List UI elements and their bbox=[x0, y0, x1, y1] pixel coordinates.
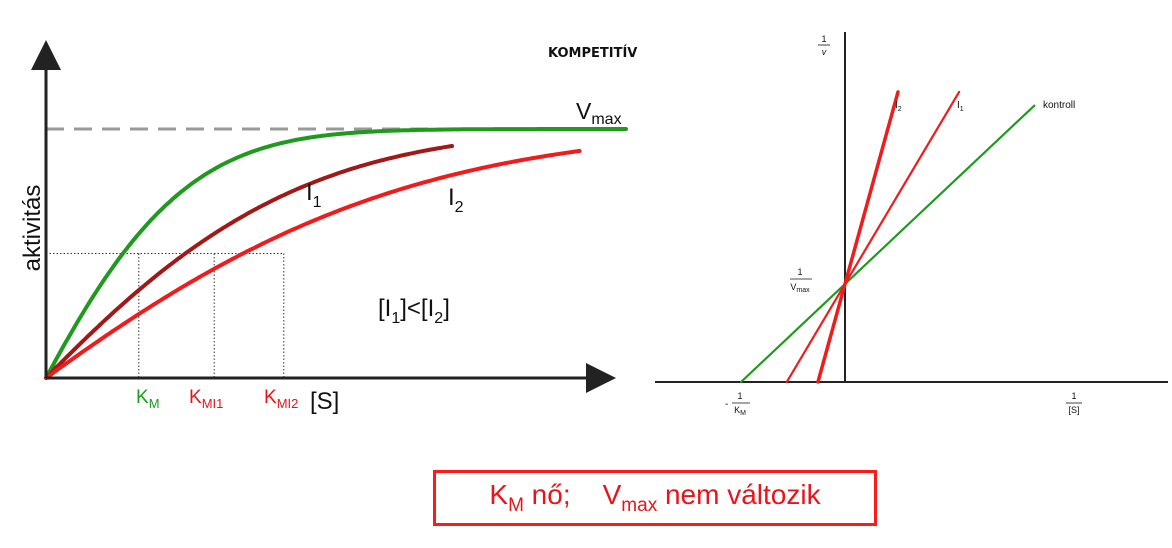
curve-I1 bbox=[44, 144, 454, 380]
summary-km: KM nő; bbox=[489, 479, 571, 516]
svg-text:-: - bbox=[725, 399, 728, 410]
lb-y-intercept-label: 1 Vmax bbox=[790, 267, 812, 294]
km-guide-lines bbox=[46, 253, 285, 378]
lb-line-I1 bbox=[785, 90, 961, 384]
lb-lines bbox=[739, 90, 1036, 384]
lb-line-I2 bbox=[816, 90, 900, 384]
lb-label-i2: I2 bbox=[895, 100, 902, 113]
lb-line-kontroll bbox=[739, 104, 1036, 384]
km-label: KM bbox=[136, 387, 160, 411]
chart-title: KOMPETITÍV bbox=[548, 45, 637, 61]
lb-label-i1: I1 bbox=[957, 100, 964, 113]
summary-box: KM nő; Vmax nem változik bbox=[433, 470, 877, 526]
kmi2-label: KMI2 bbox=[264, 387, 298, 411]
michaelis-menten-chart: aktivitás [S] Vmax I1 I2 [I1]<[I2] KM KM… bbox=[19, 40, 628, 415]
curve-label-i2: I2 bbox=[448, 184, 464, 216]
svg-text:KM: KM bbox=[734, 405, 746, 417]
svg-text:1: 1 bbox=[821, 34, 826, 44]
lb-y-axis-label: 1 v bbox=[818, 34, 830, 57]
vmax-label: Vmax bbox=[576, 98, 622, 128]
lineweaver-burk-chart: 1 v 1 Vmax - 1 KM 1 [S] I2 I1 bbox=[655, 32, 1168, 417]
svg-text:v: v bbox=[822, 47, 827, 57]
lb-x-intercept-label: - 1 KM bbox=[725, 391, 750, 417]
summary-vmax: Vmax nem változik bbox=[602, 479, 821, 516]
svg-text:Vmax: Vmax bbox=[790, 282, 810, 294]
lb-label-kontroll: kontroll bbox=[1043, 100, 1075, 111]
x-axis-label: [S] bbox=[310, 388, 339, 415]
y-axis-label: aktivitás bbox=[19, 185, 46, 272]
curve-control bbox=[44, 127, 628, 380]
svg-text:1: 1 bbox=[1071, 391, 1076, 401]
svg-text:1: 1 bbox=[737, 391, 742, 401]
lb-x-axis-label: 1 [S] bbox=[1066, 391, 1082, 415]
svg-text:[S]: [S] bbox=[1068, 405, 1079, 415]
saturation-curves bbox=[44, 127, 628, 380]
svg-text:1: 1 bbox=[797, 267, 802, 277]
kmi1-label: KMI1 bbox=[189, 387, 223, 411]
concentration-annotation: [I1]<[I2] bbox=[378, 295, 450, 327]
curve-label-i1: I1 bbox=[306, 179, 322, 211]
curve-I2 bbox=[44, 149, 582, 380]
